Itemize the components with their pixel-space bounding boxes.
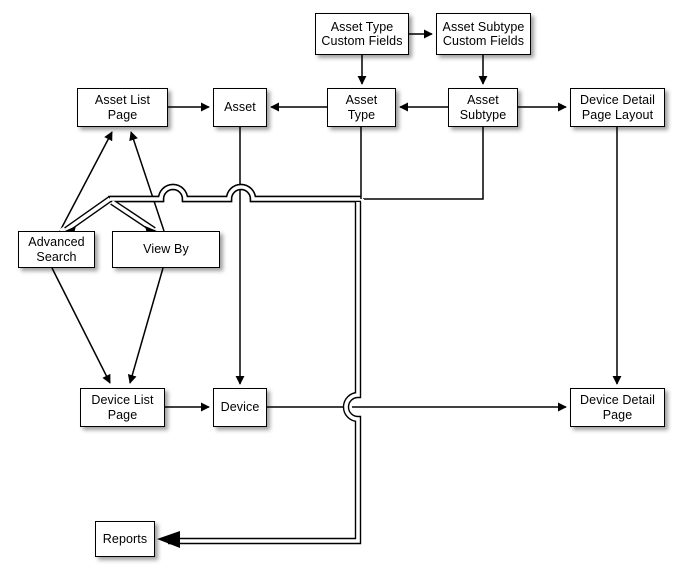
- edge-view-by-to-device-list: [127, 267, 164, 384]
- node-asset-list-page[interactable]: Asset List Page: [77, 88, 168, 127]
- node-device-list-page[interactable]: Device List Page: [80, 388, 165, 427]
- node-asset-subtype[interactable]: Asset Subtype: [448, 88, 518, 127]
- bus-outline-group: [64, 183, 362, 545]
- edge-view-by-to-asset-list: [129, 131, 165, 232]
- edge-asset-subtype-down-left: [363, 127, 484, 200]
- node-device-detail-page-layout[interactable]: Device Detail Page Layout: [570, 88, 665, 127]
- node-device[interactable]: Device: [213, 388, 267, 427]
- edge-advanced-search-to-device-list: [51, 267, 111, 384]
- node-asset-type-custom-fields[interactable]: Asset Type Custom Fields: [315, 13, 409, 55]
- edge-advanced-search-to-asset-list: [59, 131, 113, 232]
- node-device-detail-page[interactable]: Device Detail Page: [570, 388, 665, 427]
- node-asset-subtype-custom-fields[interactable]: Asset Subtype Custom Fields: [436, 13, 531, 55]
- node-asset[interactable]: Asset: [213, 88, 267, 127]
- node-reports[interactable]: Reports: [95, 521, 155, 557]
- node-asset-type[interactable]: Asset Type: [327, 88, 396, 127]
- bus-arrowhead-reports: [157, 531, 180, 548]
- node-view-by[interactable]: View By: [112, 231, 220, 268]
- node-advanced-search[interactable]: Advanced Search: [18, 231, 95, 268]
